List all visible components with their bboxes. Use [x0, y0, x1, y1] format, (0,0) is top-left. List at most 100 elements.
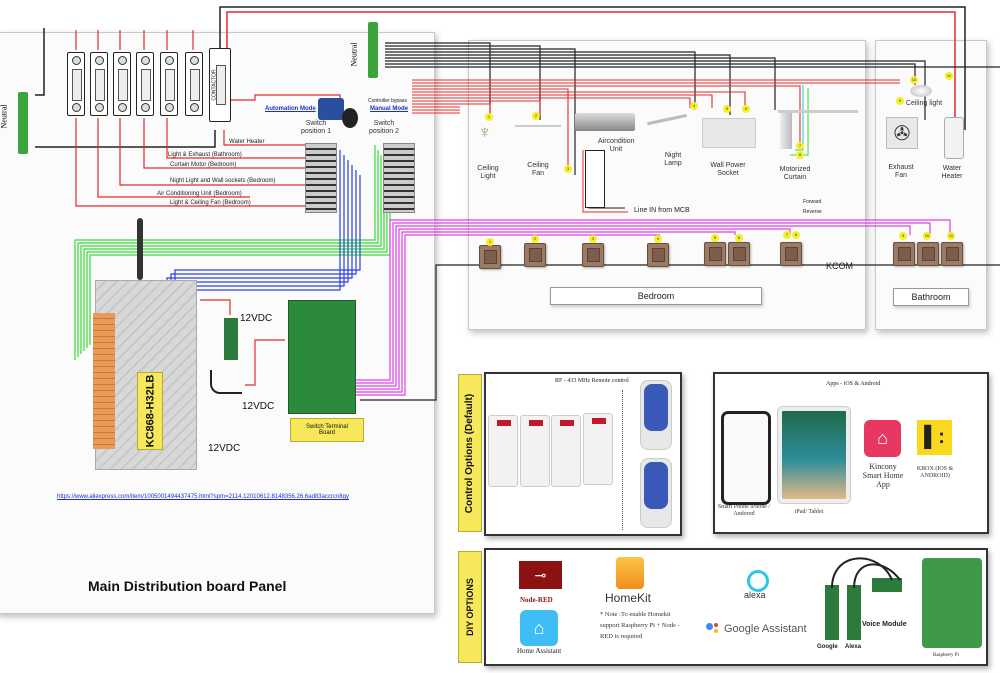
home-assistant-label: Home Assistant: [517, 647, 562, 655]
terminal-block-right: [383, 143, 415, 213]
neutral-loop-wire: [219, 6, 966, 130]
adapter-cables: [210, 370, 242, 394]
automation-mode-label: Automation Mode: [265, 106, 316, 112]
app-label: Kincony Smart Home App: [862, 462, 904, 490]
voice-module-label: Voice Module: [862, 621, 907, 628]
device-label: Ceiling Fan: [527, 162, 549, 178]
manual-mode-label: Manual Mode: [370, 106, 409, 112]
board-power-bottom: 12VDC: [242, 401, 275, 412]
smartphone-icon: [721, 411, 771, 505]
switch-number: 2: [531, 235, 539, 243]
switch-terminal-board: [288, 300, 356, 414]
raspberry-pi-label: Raspberry Pi: [933, 653, 959, 658]
device-label: Water Heater: [941, 165, 963, 181]
kincony-app-icon[interactable]: ⌂: [864, 420, 901, 457]
neutral-bar-left: [18, 92, 28, 154]
circuit-label: Night Light and Wall sockets (Bedroom): [170, 178, 276, 184]
wall-switch[interactable]: [704, 242, 726, 266]
rf-remote-6key: [520, 415, 550, 487]
switch-number: 8: [792, 231, 800, 239]
raspberry-pi-board: [922, 558, 982, 648]
app-label: iPad/ Tablet: [794, 509, 824, 515]
diy-options-tab: DIY OPTIONS: [458, 551, 482, 663]
switch-number: 5: [711, 234, 719, 242]
alexa-voice-board: [847, 585, 861, 640]
rf-remote-blue: [640, 380, 672, 450]
mcb-breaker[interactable]: [113, 52, 131, 116]
rotary-knob[interactable]: [342, 108, 358, 128]
alexa-logo: [747, 570, 769, 592]
alexa-label: alexa: [744, 590, 766, 600]
node-red-label: Node-RED: [520, 596, 553, 604]
ac-contactor: [585, 150, 605, 208]
device-number: 7: [796, 142, 804, 150]
curtain-switch[interactable]: [780, 242, 802, 266]
legend-forward: Forward: [803, 199, 822, 205]
controller-model-label: KC868-H32LB: [137, 372, 163, 450]
wall-switch[interactable]: [728, 242, 750, 266]
google-voice-board: [825, 585, 839, 640]
live-loop-wire: [226, 11, 956, 120]
exhaust-fan-icon: ✇: [886, 117, 918, 149]
device-number: 9: [896, 97, 904, 105]
kbox-app-icon[interactable]: ▌:: [917, 420, 952, 455]
node-red-logo: ⊸: [519, 561, 562, 589]
ceiling-fan-icon: [515, 125, 561, 137]
device-label: Wall Power Socket: [710, 162, 746, 178]
rf-remote-blue: [640, 458, 672, 528]
switch-board-label: Switch Terminal Board: [290, 418, 364, 442]
rs485-adapter: [224, 318, 238, 360]
wall-switch[interactable]: [582, 243, 604, 267]
device-label: Exhaust Fan: [888, 164, 914, 180]
neutral-label-right: Neutral: [349, 42, 359, 67]
circuit-label: Water Heater: [229, 139, 265, 145]
google-module-label: Google: [817, 644, 838, 650]
wall-switch[interactable]: [647, 243, 669, 267]
device-label: Aircondition Unit: [598, 138, 635, 154]
bathroom-ceiling-light-icon: [910, 85, 932, 97]
mcb-breaker[interactable]: [185, 52, 203, 116]
wall-switch[interactable]: [893, 242, 915, 266]
wall-switch[interactable]: [524, 243, 546, 267]
device-label: Ceiling light: [905, 100, 943, 107]
rotary-mode-switch[interactable]: [318, 98, 344, 120]
device-number: 3: [564, 165, 572, 173]
device-number: 8: [796, 151, 804, 159]
alexa-module-label: Alexa: [845, 644, 862, 650]
switch-number: 6: [735, 234, 743, 242]
circuit-label: Curtain Motor (Bedroom): [170, 162, 237, 168]
switch-number: 1: [486, 238, 494, 246]
rf-title: RF - 433 MHz Remote control: [555, 378, 629, 384]
page-title: Main Distribution board Panel: [88, 578, 287, 594]
bedroom-label: Bedroom: [550, 287, 762, 305]
bypass-note: Controller bypass: [368, 98, 407, 104]
mcb-breaker[interactable]: [67, 52, 85, 116]
device-label: Ceiling Light: [477, 165, 499, 181]
neutral-label-left: Neutral: [0, 104, 9, 129]
wall-switch[interactable]: [917, 242, 939, 266]
bathroom-label: Bathroom: [893, 288, 969, 306]
voice-module-cables: [831, 557, 901, 589]
device-number: 6: [742, 105, 750, 113]
board-power-top: 12VDC: [240, 313, 273, 324]
rf-remote-4key: [488, 415, 518, 487]
mcb-breaker[interactable]: [136, 52, 154, 116]
google-assistant-label: Google Assistant: [724, 623, 807, 635]
distribution-board-panel: [0, 32, 435, 614]
product-link[interactable]: https://www.aliexpress.com/item/10050014…: [57, 494, 349, 500]
neutral-bus-left: [35, 28, 45, 96]
switch-number: 4: [654, 235, 662, 243]
legend-reverse: Reverse: [803, 209, 822, 215]
homekit-label: HomeKit: [605, 591, 652, 605]
homekit-note: * Note :To enable Homekit support Raspbe…: [600, 611, 680, 640]
wall-switch[interactable]: [941, 242, 963, 266]
switch-position-1: Switch position 1: [301, 120, 331, 136]
wall-switch[interactable]: [479, 245, 501, 269]
mcb-breaker[interactable]: [90, 52, 108, 116]
switch-number: 9: [899, 232, 907, 240]
mcb-breaker[interactable]: [160, 52, 178, 116]
tablet-icon: [778, 407, 850, 503]
line-in-label: Line IN from MCB: [634, 207, 690, 214]
control-options-tab: Control Options (Default): [458, 374, 482, 532]
